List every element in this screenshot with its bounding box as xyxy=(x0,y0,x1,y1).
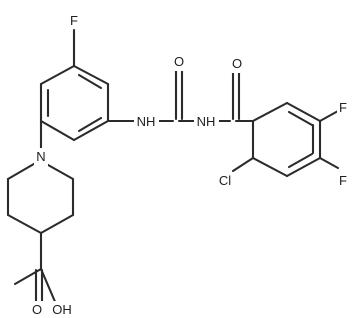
urea-linker xyxy=(106,68,232,123)
fluorine-label-top: F xyxy=(70,13,78,28)
fluorophenyl-ring xyxy=(39,64,110,142)
oxygen-label-benzoyl: O xyxy=(232,56,242,71)
fluorine-label-right-lower: F xyxy=(339,173,347,188)
chlorodifluorophenyl-ring xyxy=(251,101,322,178)
right-ring-substituent-bonds xyxy=(231,109,340,173)
oxygen-label-urea: O xyxy=(174,54,184,69)
chlorine-label: Cl xyxy=(219,173,231,188)
hydroxyl-label-acid: OH xyxy=(52,302,72,317)
nitrogen-label-piperidine: N xyxy=(36,149,45,164)
carboxylic-acid-bonds xyxy=(13,231,58,306)
piperidine-ring xyxy=(6,159,75,235)
oxygen-label-acid: O xyxy=(32,302,42,317)
benzoyl-carbonyl xyxy=(231,71,255,123)
nh-label-left: NH xyxy=(137,114,156,129)
fluorine-label-right-upper: F xyxy=(339,100,347,115)
nh-label-right: NH xyxy=(197,114,216,129)
